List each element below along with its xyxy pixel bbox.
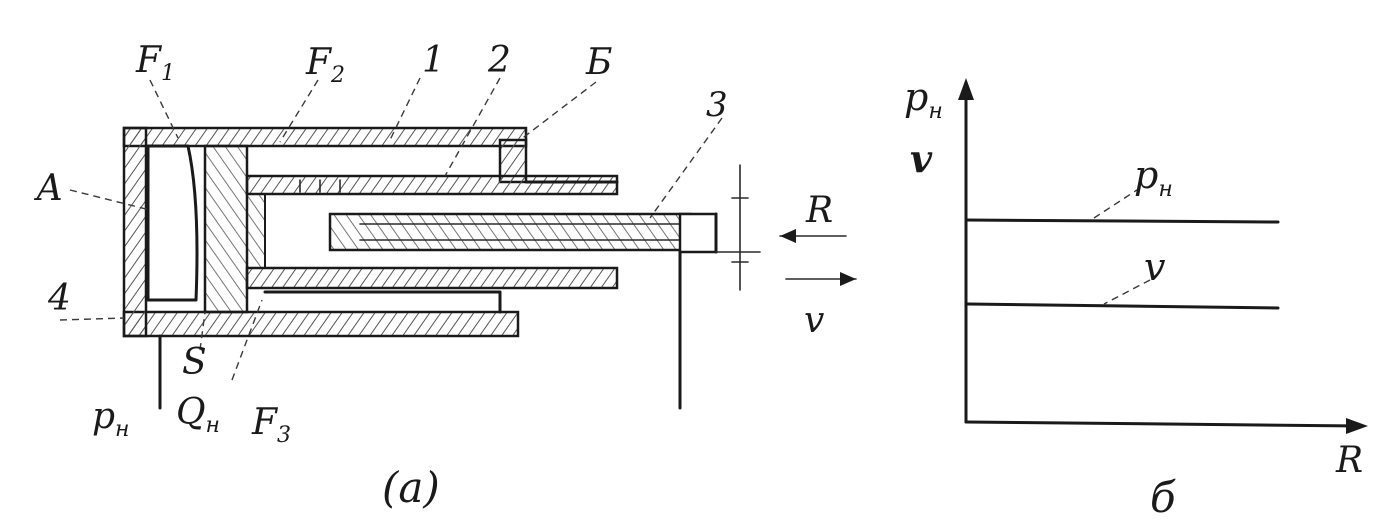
label-v: v [804,300,824,341]
leader-lines [59,77,723,381]
force-r-arrow [779,229,847,243]
label-3: 3 [706,85,728,125]
chamber-b [263,290,502,314]
piston-1 [203,144,249,314]
caption-a: (a) [382,463,440,512]
line-label-pn: pн [1134,153,1173,202]
leader-pn [1093,187,1141,219]
label-r: R [805,190,833,231]
label-qn: Qн [176,392,220,438]
pressure-line [964,218,1280,224]
label-4: 4 [47,278,71,319]
y-axis [958,78,974,424]
telescopic-stage [245,174,619,290]
caption-b: б [1150,473,1176,522]
label-f2: F2 [305,42,345,88]
label-b: Б [585,42,612,83]
label-f3: F3 [251,402,291,448]
label-1: 1 [422,40,445,81]
x-axis-label: R [1335,440,1363,481]
chamber-a [146,144,199,302]
label-s: S [182,342,207,383]
label-2: 2 [487,40,511,81]
leader-v [1103,279,1151,305]
label-a: А [33,168,63,209]
cylinder-schematic: F1 F2 1 2 Б 3 А 4 S pн Qн F3 R v (a) [33,40,857,512]
y-axis-label-v: v [910,136,933,181]
rod-3 [328,212,718,254]
dimension-mark [715,164,761,291]
line-label-v: v [1144,245,1166,289]
characteristic-graph: pн v pн v R б [904,75,1368,522]
label-f1: F1 [135,40,175,86]
label-pn: pн [92,396,130,442]
velocity-line [966,302,1280,310]
x-axis [964,418,1368,434]
velocity-v-arrow [785,272,857,286]
y-axis-label-p: pн [904,75,943,124]
